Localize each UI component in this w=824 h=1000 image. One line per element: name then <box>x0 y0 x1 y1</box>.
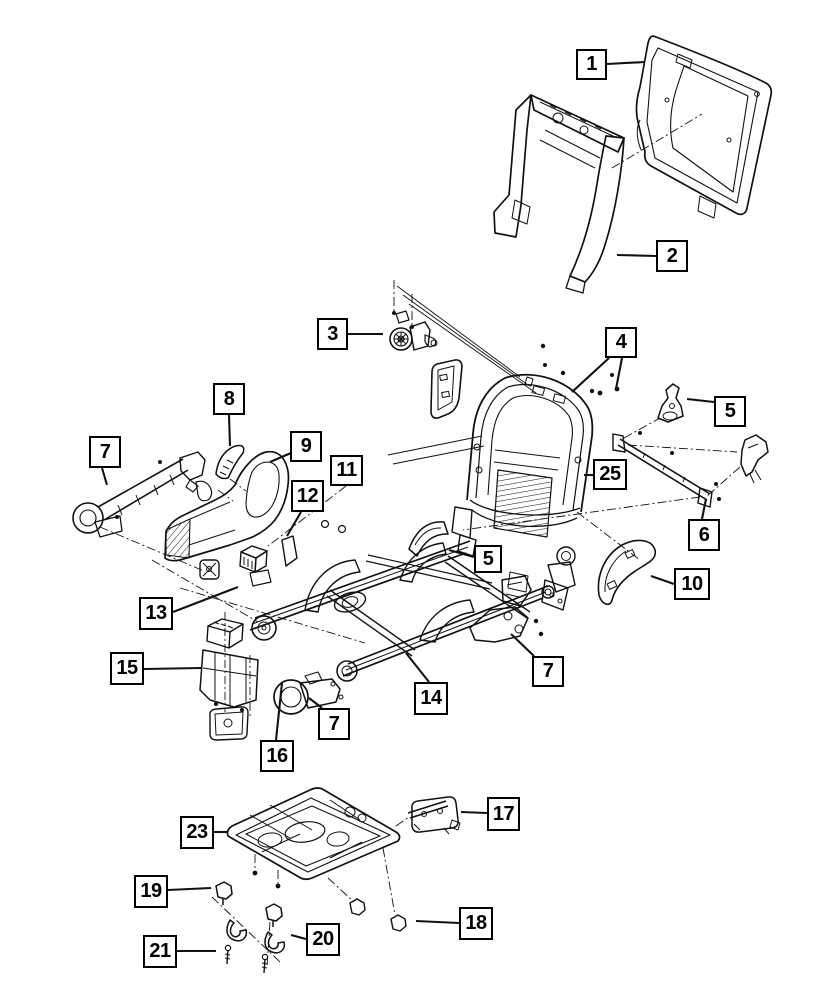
callout-8-label: 8 <box>223 387 235 410</box>
part-seat-back-frame <box>451 373 594 611</box>
callout-19-label: 19 <box>140 880 162 902</box>
callout-1-label: 1 <box>586 53 597 75</box>
part-seat-back-trim-frame <box>493 94 625 294</box>
part-seat-track-adjuster <box>249 519 555 682</box>
part-rear-bracket <box>469 606 529 643</box>
part-side-airbag-module <box>430 359 463 419</box>
callout-3: 3 <box>317 318 348 350</box>
callout-14: 14 <box>414 682 448 715</box>
bolt-dots <box>115 311 721 889</box>
callout-17-label: 17 <box>492 802 515 825</box>
callout-20: 20 <box>306 923 340 956</box>
callout-14-label: 14 <box>420 687 442 709</box>
callout-18: 18 <box>459 907 493 940</box>
part-module-bracket <box>249 535 298 587</box>
callout-7-label: 7 <box>328 712 340 735</box>
callout-16-label: 16 <box>266 744 288 767</box>
part-seat-back-panel <box>635 35 773 219</box>
part-occupant-module <box>407 796 461 835</box>
callout-5-label: 5 <box>482 547 494 570</box>
callout-4-label: 4 <box>615 331 627 353</box>
part-upper-bracket <box>657 383 684 423</box>
part-outer-side-shield <box>597 539 657 606</box>
callout-13: 13 <box>139 597 173 630</box>
callout-25: 25 <box>593 459 627 490</box>
callout-4: 4 <box>605 327 637 358</box>
callout-21: 21 <box>143 935 177 968</box>
callout-19: 19 <box>134 875 168 908</box>
part-side-member <box>72 451 206 538</box>
callout-12: 12 <box>291 480 324 512</box>
callout-9-label: 9 <box>300 435 312 457</box>
callout-16: 16 <box>260 740 294 772</box>
callout-3-label: 3 <box>327 322 338 345</box>
part-switch-knob <box>199 559 220 580</box>
callout-25-label: 25 <box>599 463 621 485</box>
callout-6-label: 6 <box>698 523 710 546</box>
callout-23-label: 23 <box>186 821 208 843</box>
callout-11: 11 <box>330 455 363 486</box>
callout-5-mid: 5 <box>474 545 502 573</box>
callout-6: 6 <box>688 519 720 551</box>
callout-10: 10 <box>674 568 710 600</box>
callout-7-bottom: 7 <box>318 708 350 740</box>
callout-20-label: 20 <box>312 928 334 950</box>
part-inner-side-shield <box>164 450 290 562</box>
part-pivot-hub <box>273 671 344 715</box>
callout-11-label: 11 <box>336 459 357 481</box>
part-ecu-module <box>239 545 268 573</box>
callout-12-label: 12 <box>296 484 319 507</box>
callout-21-label: 21 <box>149 940 171 962</box>
callout-2-label: 2 <box>666 244 678 267</box>
part-recliner-motor <box>389 310 438 351</box>
part-trim-cap <box>215 444 245 480</box>
callout-7-label: 7 <box>99 440 111 463</box>
callout-8: 8 <box>213 383 245 415</box>
callout-7-mid: 7 <box>532 656 564 687</box>
callout-17: 17 <box>487 797 520 831</box>
callout-5-label: 5 <box>724 400 736 422</box>
part-right-bracket <box>740 434 769 484</box>
callout-18-label: 18 <box>465 912 487 934</box>
part-retainer-clips <box>215 881 407 954</box>
part-hinge-bracket <box>501 575 532 607</box>
part-torsion-bar <box>612 433 713 508</box>
callout-9: 9 <box>290 431 322 462</box>
callout-7-label: 7 <box>542 660 554 682</box>
part-cushion-pan <box>226 787 401 881</box>
callout-10-label: 10 <box>681 572 703 595</box>
callout-5-right: 5 <box>714 396 746 427</box>
part-mid-bracket <box>408 521 449 557</box>
part-screws <box>224 944 269 974</box>
callout-7-left: 7 <box>89 436 121 468</box>
callout-15: 15 <box>110 652 144 685</box>
part-module-stack <box>199 612 259 741</box>
callout-15-label: 15 <box>116 657 138 679</box>
callout-23: 23 <box>180 816 214 849</box>
callout-2: 2 <box>656 240 688 272</box>
leader-lines <box>100 60 715 953</box>
callout-1: 1 <box>576 49 607 80</box>
callout-13-label: 13 <box>145 602 167 624</box>
